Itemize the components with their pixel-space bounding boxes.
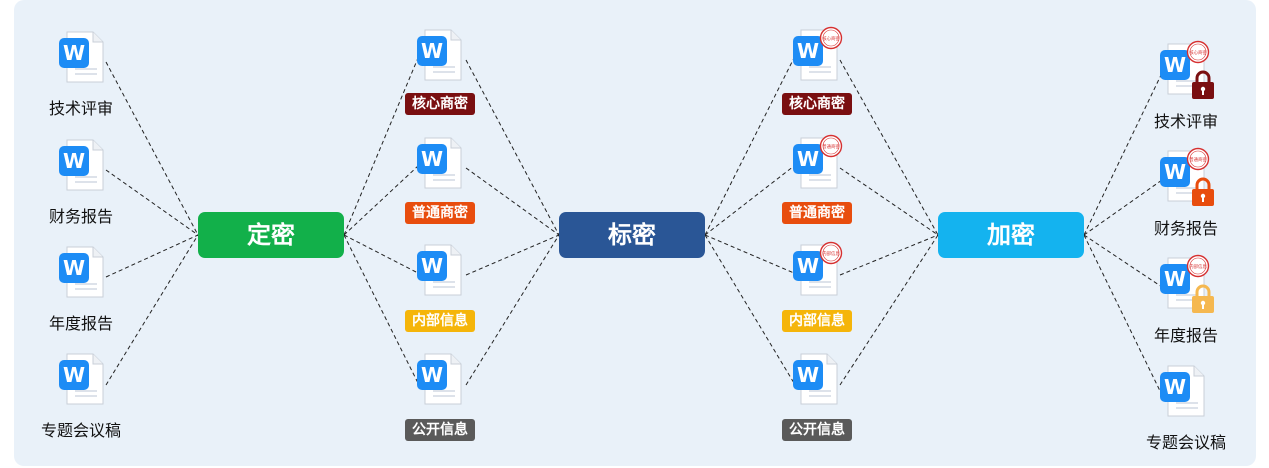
connector-mark-out-1	[704, 57, 795, 236]
svg-text:W: W	[797, 254, 819, 278]
svg-text:普通商密: 普通商密	[822, 143, 840, 150]
connector-encrypt-out-4	[1083, 234, 1163, 396]
src-doc-label-3: 年度报告	[48, 314, 114, 333]
enc-doc-label-4: 专题会议稿	[1145, 433, 1227, 452]
seal-stamp-icon: 核心商密	[819, 26, 843, 50]
connector-encrypt-out-3	[1083, 234, 1163, 288]
connector-mark-out-3	[704, 234, 795, 274]
connector-mark-in-4	[465, 234, 560, 386]
svg-text:W: W	[63, 149, 85, 173]
connector-mark-out-4	[704, 234, 795, 384]
connector-encrypt-in-3	[839, 234, 939, 276]
svg-text:W: W	[1164, 267, 1186, 291]
connector-mark-in-1	[465, 59, 560, 236]
seal-stamp-icon: 核心商密	[1186, 40, 1210, 64]
svg-text:W: W	[63, 256, 85, 280]
connector-encrypt-in-1	[839, 59, 939, 236]
svg-text:W: W	[1164, 53, 1186, 77]
doc-icon-src-1[interactable]: W	[57, 28, 109, 88]
connector-src-3	[105, 234, 199, 278]
enc-doc-label-3: 年度报告	[1153, 326, 1219, 345]
connector-encrypt-in-2	[839, 167, 939, 236]
encrypted-doc-icon-4[interactable]: W	[1158, 362, 1210, 422]
marked-tag-normal: 普通商密	[782, 202, 852, 224]
svg-text:W: W	[63, 363, 85, 387]
doc-icon-c2-4[interactable]: W	[415, 350, 467, 410]
connector-mark-in-2	[465, 167, 560, 236]
seal-stamp-icon: 普通商密	[1186, 147, 1210, 171]
padlock-icon	[1190, 177, 1216, 211]
level-tag-internal: 内部信息	[405, 310, 475, 332]
marked-tag-public: 公开信息	[782, 419, 852, 441]
doc-icon-c2-3[interactable]: W	[415, 241, 467, 301]
connector-define-3	[343, 234, 419, 274]
svg-text:普通商密: 普通商密	[1189, 156, 1207, 163]
doc-icon-src-3[interactable]: W	[57, 243, 109, 303]
svg-text:W: W	[1164, 375, 1186, 399]
doc-icon-src-4[interactable]: W	[57, 350, 109, 410]
src-doc-label-4: 专题会议稿	[40, 421, 122, 440]
connector-define-4	[343, 234, 419, 384]
enc-doc-label-2: 财务报告	[1153, 219, 1219, 238]
src-doc-label-1: 技术评审	[48, 99, 114, 118]
doc-icon-c2-1[interactable]: W	[415, 26, 467, 86]
svg-text:内部信息: 内部信息	[1189, 263, 1207, 270]
src-doc-label-2: 财务报告	[48, 207, 114, 226]
connector-src-4	[105, 234, 199, 386]
connector-define-1	[343, 57, 419, 236]
connector-define-2	[343, 165, 419, 236]
level-tag-public: 公开信息	[405, 419, 475, 441]
svg-text:W: W	[797, 147, 819, 171]
level-tag-normal: 普通商密	[405, 202, 475, 224]
seal-stamp-icon: 内部信息	[1186, 254, 1210, 278]
connector-mark-in-3	[465, 234, 560, 276]
stage-define-button[interactable]: 定密	[198, 212, 344, 258]
doc-icon-src-2[interactable]: W	[57, 136, 109, 196]
svg-text:内部信息: 内部信息	[822, 250, 840, 257]
connector-encrypt-in-4	[839, 234, 939, 386]
marked-tag-internal: 内部信息	[782, 310, 852, 332]
doc-icon-c3-public[interactable]: W	[791, 350, 843, 410]
svg-text:W: W	[421, 363, 443, 387]
connector-src-1	[105, 61, 199, 236]
padlock-icon	[1190, 284, 1216, 318]
svg-text:核心商密: 核心商密	[1189, 49, 1207, 56]
connector-mark-out-2	[704, 165, 795, 236]
seal-stamp-icon: 普通商密	[819, 134, 843, 158]
svg-text:W: W	[1164, 160, 1186, 184]
svg-text:W: W	[63, 41, 85, 65]
connector-encrypt-out-1	[1083, 72, 1163, 236]
svg-text:W: W	[421, 254, 443, 278]
stage-mark-button[interactable]: 标密	[559, 212, 705, 258]
doc-icon-c2-2[interactable]: W	[415, 134, 467, 194]
svg-text:W: W	[797, 39, 819, 63]
enc-doc-label-1: 技术评审	[1153, 112, 1219, 131]
stage-encrypt-button[interactable]: 加密	[938, 212, 1084, 258]
svg-text:W: W	[797, 363, 819, 387]
connector-src-2	[105, 169, 199, 236]
svg-text:W: W	[421, 39, 443, 63]
padlock-icon	[1190, 70, 1216, 104]
svg-text:核心商密: 核心商密	[822, 35, 840, 42]
level-tag-core: 核心商密	[405, 93, 475, 115]
svg-text:W: W	[421, 147, 443, 171]
connector-encrypt-out-2	[1083, 179, 1163, 236]
seal-stamp-icon: 内部信息	[819, 241, 843, 265]
marked-tag-core: 核心商密	[782, 93, 852, 115]
